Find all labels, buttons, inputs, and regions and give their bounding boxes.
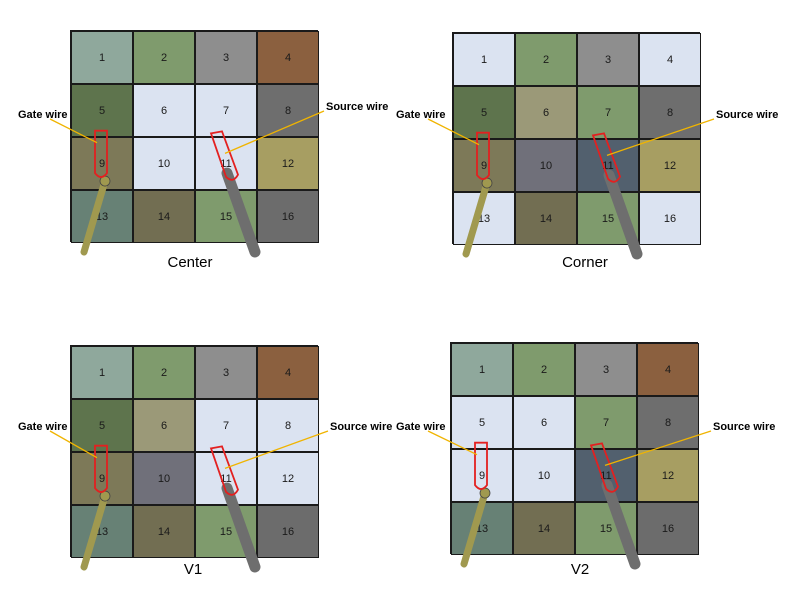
electrode-cell-4: 4 bbox=[639, 33, 701, 86]
gate-wire-label: Gate wire bbox=[18, 109, 68, 121]
gate-wire-label: Gate wire bbox=[18, 421, 68, 433]
electrode-cell-5: 5 bbox=[451, 396, 513, 449]
panel-caption: Corner bbox=[562, 254, 608, 271]
electrode-cell-2: 2 bbox=[513, 343, 575, 396]
panel-caption: V2 bbox=[570, 561, 590, 578]
electrode-cell-10: 10 bbox=[133, 137, 195, 190]
electrode-cell-1: 1 bbox=[71, 31, 133, 84]
electrode-cell-5: 5 bbox=[453, 86, 515, 139]
electrode-cell-8: 8 bbox=[257, 399, 319, 452]
electrode-cell-16: 16 bbox=[639, 192, 701, 245]
electrode-cell-3: 3 bbox=[577, 33, 639, 86]
electrode-cell-8: 8 bbox=[257, 84, 319, 137]
electrode-cell-10: 10 bbox=[513, 449, 575, 502]
electrode-cell-6: 6 bbox=[513, 396, 575, 449]
source-wire-label: Source wire bbox=[326, 101, 389, 113]
electrode-cell-5: 5 bbox=[71, 399, 133, 452]
electrode-cell-13: 13 bbox=[451, 502, 513, 555]
panel-caption: Center bbox=[167, 254, 213, 271]
electrode-cell-16: 16 bbox=[637, 502, 699, 555]
electrode-cell-14: 14 bbox=[133, 505, 195, 558]
electrode-cell-9: 9 bbox=[453, 139, 515, 192]
electrode-cell-6: 6 bbox=[133, 399, 195, 452]
electrode-cell-9: 9 bbox=[71, 137, 133, 190]
electrode-cell-2: 2 bbox=[133, 346, 195, 399]
electrode-cell-2: 2 bbox=[515, 33, 577, 86]
electrode-cell-13: 13 bbox=[453, 192, 515, 245]
electrode-cell-15: 15 bbox=[195, 505, 257, 558]
electrode-cell-6: 6 bbox=[133, 84, 195, 137]
electrode-cell-14: 14 bbox=[133, 190, 195, 243]
electrode-cell-7: 7 bbox=[195, 399, 257, 452]
source-wire-label: Source wire bbox=[716, 109, 779, 121]
electrode-cell-6: 6 bbox=[515, 86, 577, 139]
electrode-cell-4: 4 bbox=[257, 346, 319, 399]
electrode-cell-9: 9 bbox=[451, 449, 513, 502]
electrode-cell-15: 15 bbox=[195, 190, 257, 243]
electrode-cell-10: 10 bbox=[133, 452, 195, 505]
electrode-cell-1: 1 bbox=[451, 343, 513, 396]
electrode-cell-5: 5 bbox=[71, 84, 133, 137]
electrode-cell-3: 3 bbox=[195, 346, 257, 399]
electrode-cell-15: 15 bbox=[575, 502, 637, 555]
electrode-cell-7: 7 bbox=[577, 86, 639, 139]
electrode-cell-1: 1 bbox=[71, 346, 133, 399]
electrode-cell-16: 16 bbox=[257, 190, 319, 243]
electrode-cell-14: 14 bbox=[513, 502, 575, 555]
electrode-cell-14: 14 bbox=[515, 192, 577, 245]
electrode-cell-16: 16 bbox=[257, 505, 319, 558]
electrode-cell-8: 8 bbox=[637, 396, 699, 449]
electrode-cell-2: 2 bbox=[133, 31, 195, 84]
electrode-cell-7: 7 bbox=[575, 396, 637, 449]
electrode-cell-7: 7 bbox=[195, 84, 257, 137]
electrode-cell-4: 4 bbox=[257, 31, 319, 84]
source-wire-label: Source wire bbox=[330, 421, 393, 433]
electrode-cell-12: 12 bbox=[257, 137, 319, 190]
electrode-cell-11: 11 bbox=[577, 139, 639, 192]
electrode-cell-1: 1 bbox=[453, 33, 515, 86]
electrode-cell-13: 13 bbox=[71, 190, 133, 243]
gate-wire-label: Gate wire bbox=[396, 109, 446, 121]
electrode-cell-11: 11 bbox=[195, 137, 257, 190]
electrode-cell-3: 3 bbox=[575, 343, 637, 396]
panel-caption: V1 bbox=[183, 561, 203, 578]
electrode-cell-11: 11 bbox=[575, 449, 637, 502]
gate-wire-label: Gate wire bbox=[396, 421, 446, 433]
electrode-cell-15: 15 bbox=[577, 192, 639, 245]
electrode-cell-9: 9 bbox=[71, 452, 133, 505]
electrode-cell-12: 12 bbox=[257, 452, 319, 505]
electrode-cell-8: 8 bbox=[639, 86, 701, 139]
electrode-cell-12: 12 bbox=[637, 449, 699, 502]
electrode-cell-11: 11 bbox=[195, 452, 257, 505]
electrode-cell-4: 4 bbox=[637, 343, 699, 396]
source-wire-label: Source wire bbox=[713, 421, 776, 433]
electrode-cell-13: 13 bbox=[71, 505, 133, 558]
electrode-cell-10: 10 bbox=[515, 139, 577, 192]
electrode-cell-3: 3 bbox=[195, 31, 257, 84]
electrode-cell-12: 12 bbox=[639, 139, 701, 192]
